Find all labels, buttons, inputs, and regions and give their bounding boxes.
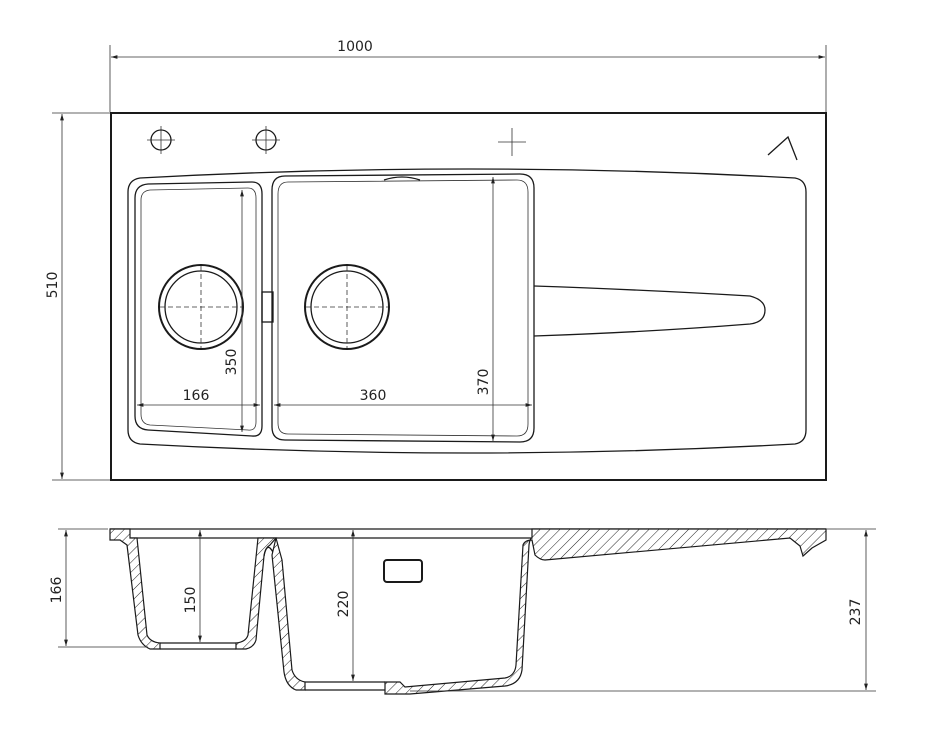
dim-label-237: 237	[848, 599, 864, 626]
dimension-small-bowl-height: 150	[183, 530, 202, 642]
small-bowl-section-left	[109, 528, 161, 650]
dim-label-150: 150	[183, 587, 199, 614]
sink-outline	[110, 112, 827, 481]
tap-hole-icon	[147, 126, 175, 154]
optional-hole-marker-icon	[498, 128, 526, 156]
small-bowl-drain-icon	[158, 264, 244, 350]
large-bowl-and-drainboard-section	[384, 528, 827, 695]
dimension-large-bowl-depth: 370	[476, 177, 495, 441]
dimension-total-height: 237	[410, 528, 876, 692]
dimension-small-bowl-width: 166	[137, 388, 260, 407]
small-bowl-section-right	[235, 537, 278, 650]
drainboard-groove	[533, 285, 766, 337]
overflow-opening	[383, 559, 423, 583]
large-bowl	[271, 173, 535, 443]
large-bowl-section-left	[271, 537, 306, 691]
side-view: 166 150 220 237	[49, 528, 876, 695]
tap-hole-icon	[252, 126, 280, 154]
dim-label-1000: 1000	[337, 39, 373, 55]
dim-label-360: 360	[360, 388, 387, 404]
dim-label-166-side: 166	[49, 577, 65, 604]
dimension-overall-depth: 510	[45, 112, 110, 481]
dim-label-510: 510	[45, 272, 61, 299]
dimension-large-bowl-width: 360	[274, 388, 532, 407]
small-bowl	[134, 181, 263, 437]
dim-label-350: 350	[224, 349, 240, 376]
dimension-large-bowl-height: 220	[336, 530, 355, 681]
dimension-small-bowl-depth: 350	[224, 190, 244, 432]
dim-label-370: 370	[476, 369, 492, 396]
top-view: 1000 510	[45, 39, 827, 481]
dim-label-220: 220	[336, 591, 352, 618]
dimension-side-height: 166	[49, 528, 148, 648]
work-surface-outline	[127, 168, 807, 454]
large-bowl-drain-icon	[304, 264, 390, 350]
overflow-slot	[261, 291, 274, 323]
dim-label-166: 166	[183, 388, 210, 404]
dimension-overall-width: 1000	[109, 39, 827, 112]
logo-chevron-icon	[767, 135, 798, 161]
overflow-icon	[383, 176, 421, 181]
